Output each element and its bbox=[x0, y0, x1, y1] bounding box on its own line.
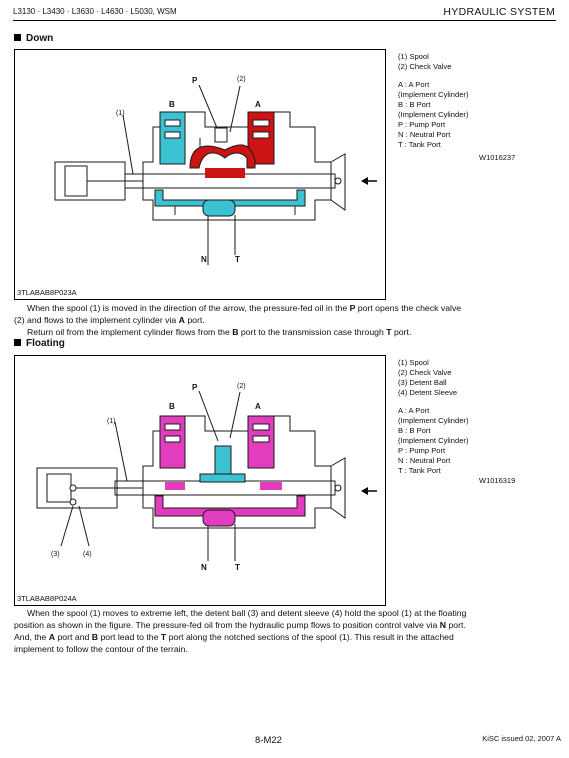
legend-item: P : Pump Port bbox=[398, 120, 446, 129]
legend-item: (1) Spool bbox=[398, 52, 429, 61]
text-span: position as shown in the figure. The pre… bbox=[14, 620, 440, 630]
legend-item: T : Tank Port bbox=[398, 466, 441, 475]
floating-label-3: (3) bbox=[51, 551, 60, 558]
down-label-1: (1) bbox=[116, 110, 125, 117]
floating-label-t: T bbox=[235, 563, 240, 572]
floating-label-2: (2) bbox=[237, 383, 246, 390]
text-span: port lead to the bbox=[98, 632, 161, 642]
text-span: (2) and flows to the implement cylinder … bbox=[14, 315, 179, 325]
section-title-floating: Floating bbox=[14, 338, 65, 349]
text-span: B bbox=[232, 327, 239, 337]
down-figure-id: 3TLABAB8P023A bbox=[17, 288, 77, 297]
legend-item: B : B Port bbox=[398, 100, 431, 109]
down-label-p: P bbox=[192, 76, 198, 85]
legend-item: (Implement Cylinder) bbox=[398, 90, 469, 99]
valve-diagram-floating bbox=[36, 390, 377, 561]
legend-item: (2) Check Valve bbox=[398, 368, 452, 377]
text-span: T bbox=[386, 327, 392, 337]
legend-item: (Implement Cylinder) bbox=[398, 110, 469, 119]
legend-item: T : Tank Port bbox=[398, 140, 441, 149]
legend-item: N : Neutral Port bbox=[398, 456, 451, 465]
legend-item: (1) Spool bbox=[398, 358, 429, 367]
legend-item: N : Neutral Port bbox=[398, 130, 451, 139]
legend-item: (Implement Cylinder) bbox=[398, 436, 469, 445]
text-span: B bbox=[91, 632, 99, 642]
text-span: port along the notched sections of the s… bbox=[166, 632, 454, 642]
text-span: A bbox=[48, 632, 56, 642]
legend-item: A : A Port bbox=[398, 80, 430, 89]
floating-legend: (1) Spool (2) Check Valve (3) Detent Bal… bbox=[398, 358, 468, 476]
down-label-n: N bbox=[201, 255, 207, 264]
text-span: N bbox=[439, 620, 447, 630]
floating-title-text: Floating bbox=[26, 338, 65, 349]
section-title-down: Down bbox=[14, 33, 53, 44]
footer-issue: KiSC issued 02, 2007 A bbox=[482, 734, 561, 743]
text-span: When the spool (1) is moved in the direc… bbox=[27, 303, 350, 313]
bullet-square-icon bbox=[14, 34, 21, 41]
text-span: port opens the check valve bbox=[355, 303, 462, 313]
text-line: implement to follow the contour of the t… bbox=[14, 644, 188, 654]
text-span: P bbox=[349, 303, 356, 313]
header-rule bbox=[13, 20, 556, 21]
down-label-a: A bbox=[255, 100, 261, 109]
header-section: HYDRAULIC SYSTEM bbox=[443, 6, 555, 18]
text-span: port to the transmission case through bbox=[238, 327, 387, 337]
text-span: T bbox=[160, 632, 167, 642]
valve-diagram-down bbox=[54, 84, 377, 265]
down-wcode: W1016237 bbox=[479, 153, 516, 162]
header-models: L3130 · L3430 · L3630 · L4630 · L5030, W… bbox=[13, 7, 177, 16]
floating-paragraph: When the spool (1) moves to extreme left… bbox=[14, 607, 559, 655]
text-line: When the spool (1) moves to extreme left… bbox=[27, 608, 467, 618]
down-label-t: T bbox=[235, 255, 240, 264]
floating-label-a: A bbox=[255, 402, 261, 411]
text-span: Return oil from the implement cylinder f… bbox=[27, 327, 233, 337]
footer-page-number: 8-M22 bbox=[255, 735, 282, 746]
bullet-square-icon bbox=[14, 339, 21, 346]
floating-label-n: N bbox=[201, 563, 207, 572]
floating-label-b: B bbox=[169, 402, 175, 411]
text-span: And, the bbox=[14, 632, 49, 642]
down-paragraph: When the spool (1) is moved in the direc… bbox=[14, 302, 559, 338]
legend-item: A : A Port bbox=[398, 406, 430, 415]
down-title-text: Down bbox=[26, 33, 54, 44]
floating-wcode: W1016319 bbox=[479, 476, 516, 485]
legend-item: (4) Detent Sleeve bbox=[398, 388, 458, 397]
floating-label-4: (4) bbox=[83, 551, 92, 558]
down-label-2: (2) bbox=[237, 76, 246, 83]
figure-down: P (2) B A (1) N T 3TLABAB8P023A bbox=[14, 49, 386, 300]
floating-label-p: P bbox=[192, 383, 198, 392]
text-span: port. bbox=[391, 327, 412, 337]
legend-item: (3) Detent Ball bbox=[398, 378, 447, 387]
floating-figure-id: 3TLABAB8P024A bbox=[17, 594, 77, 603]
floating-label-1: (1) bbox=[107, 418, 116, 425]
down-legend: (1) Spool (2) Check Valve A : A Port (Im… bbox=[398, 52, 468, 150]
text-span: port. bbox=[446, 620, 466, 630]
legend-item: (2) Check Valve bbox=[398, 62, 452, 71]
text-span: A bbox=[178, 315, 185, 325]
legend-item: B : B Port bbox=[398, 426, 431, 435]
text-span: port. bbox=[184, 315, 205, 325]
figure-floating: P (2) B A (1) (3) (4) N T 3TLABAB8P024A bbox=[14, 355, 386, 606]
down-label-b: B bbox=[169, 100, 175, 109]
legend-item: P : Pump Port bbox=[398, 446, 446, 455]
legend-item: (Implement Cylinder) bbox=[398, 416, 469, 425]
text-span: port and bbox=[55, 632, 92, 642]
